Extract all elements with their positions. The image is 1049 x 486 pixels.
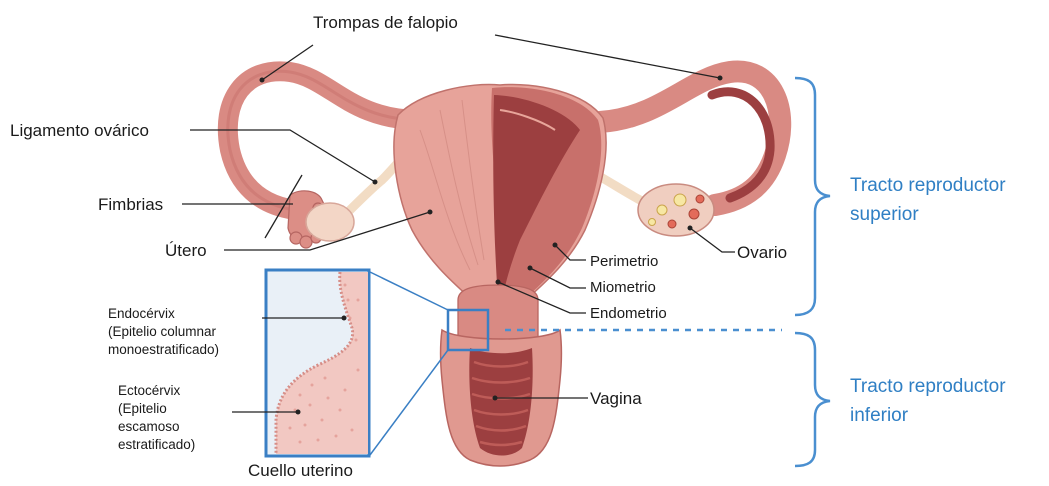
left-ovary: [306, 203, 354, 241]
right-ovary: [638, 184, 714, 236]
label-ligamento: Ligamento ovárico: [10, 121, 149, 140]
label-tracto-inferior: Tracto reproductor inferior: [850, 376, 1011, 426]
label-vagina: Vagina: [590, 389, 642, 408]
label-endocervix: Endocérvix (Epitelio columnar monoestrat…: [108, 306, 220, 357]
label-tracto-superior: Tracto reproductor superior: [850, 175, 1011, 225]
label-ectocervix: Ectocérvix (Epitelio escamoso estratific…: [118, 383, 195, 452]
label-cuello: Cuello uterino: [248, 461, 353, 480]
label-endometrio: Endometrio: [590, 305, 667, 322]
label-trompas: Trompas de falopio: [313, 13, 458, 32]
label-fimbrias: Fimbrias: [98, 195, 163, 214]
lower-tract-bracket: [795, 333, 830, 466]
label-ovario: Ovario: [737, 243, 787, 262]
label-utero: Útero: [165, 241, 207, 260]
label-perimetrio: Perimetrio: [590, 253, 658, 270]
upper-tract-bracket: [795, 78, 830, 315]
left-fallopian-tube: [228, 71, 420, 210]
label-miometrio: Miometrio: [590, 279, 656, 296]
cervix-epithelium-inset: [266, 270, 369, 456]
